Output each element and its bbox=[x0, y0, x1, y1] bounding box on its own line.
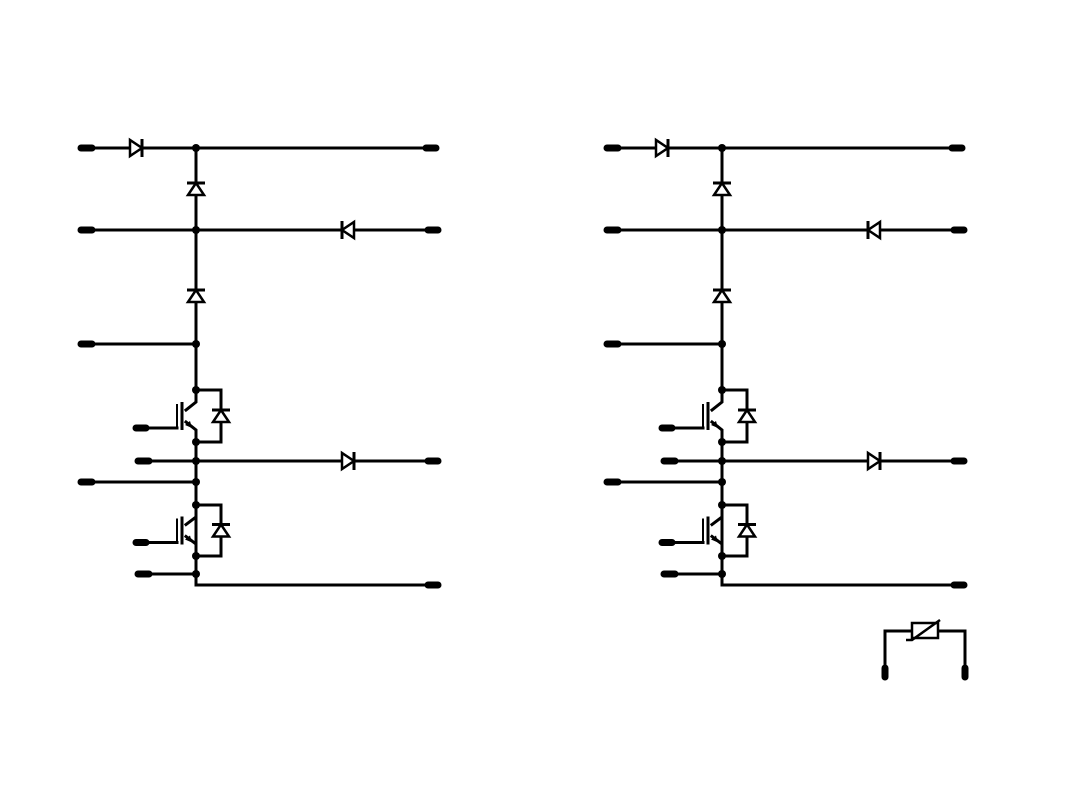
rail-diode-2 bbox=[711, 287, 733, 304]
ntc-lead-right bbox=[936, 629, 967, 670]
junction-dot bbox=[718, 501, 726, 509]
rail-diode-1 bbox=[711, 180, 733, 197]
bus-bottom bbox=[720, 572, 956, 587]
input-diode-top bbox=[654, 137, 671, 159]
diode-triangle bbox=[210, 407, 232, 424]
output-diode-mid bbox=[866, 450, 883, 472]
igbt-lower bbox=[132, 501, 232, 560]
ntc-slash bbox=[906, 618, 941, 642]
diode-triangle bbox=[339, 219, 356, 241]
igbt-lower bbox=[658, 501, 758, 560]
igbt-emitter-arrow bbox=[711, 421, 718, 428]
input-diode-top bbox=[128, 137, 145, 159]
freewheel-diode bbox=[210, 522, 232, 538]
junction-dot bbox=[192, 501, 200, 509]
junction-dot bbox=[192, 478, 200, 486]
diode-triangle bbox=[865, 219, 882, 241]
ntc-thermistor bbox=[881, 618, 969, 681]
circuit-right bbox=[603, 137, 968, 589]
diode-triangle bbox=[711, 287, 733, 304]
rail-diode-1 bbox=[185, 180, 207, 197]
diode-triangle bbox=[340, 450, 357, 472]
rail-diode-2 bbox=[185, 287, 207, 304]
bus-bottom bbox=[194, 572, 430, 587]
junction-dot bbox=[718, 386, 726, 394]
igbt-upper bbox=[132, 386, 232, 446]
igbt-emitter-arrow bbox=[711, 535, 718, 543]
circuit-left bbox=[77, 137, 442, 589]
ntc-lead-left bbox=[883, 629, 914, 670]
output-diode-mid bbox=[340, 450, 357, 472]
igbt-emitter-arrow bbox=[185, 535, 192, 543]
junction-dot bbox=[718, 552, 726, 560]
output-diode-second bbox=[339, 219, 356, 241]
diode-triangle bbox=[711, 180, 733, 197]
freewheel-diode bbox=[736, 522, 758, 538]
diode-triangle bbox=[128, 137, 145, 159]
diode-triangle bbox=[210, 522, 232, 538]
freewheel-diode bbox=[736, 407, 758, 424]
diode-triangle bbox=[654, 137, 671, 159]
junction-dot bbox=[192, 552, 200, 560]
junction-dot bbox=[718, 457, 726, 465]
junction-dot bbox=[718, 478, 726, 486]
diode-triangle bbox=[866, 450, 883, 472]
diode-triangle bbox=[185, 287, 207, 304]
diode-triangle bbox=[185, 180, 207, 197]
igbt-emitter-arrow bbox=[185, 421, 192, 428]
freewheel-diode bbox=[210, 407, 232, 424]
junction-dot bbox=[192, 386, 200, 394]
junction-dot bbox=[192, 457, 200, 465]
output-diode-second bbox=[865, 219, 882, 241]
igbt-upper bbox=[658, 386, 758, 446]
diode-triangle bbox=[736, 407, 758, 424]
diode-triangle bbox=[736, 522, 758, 538]
